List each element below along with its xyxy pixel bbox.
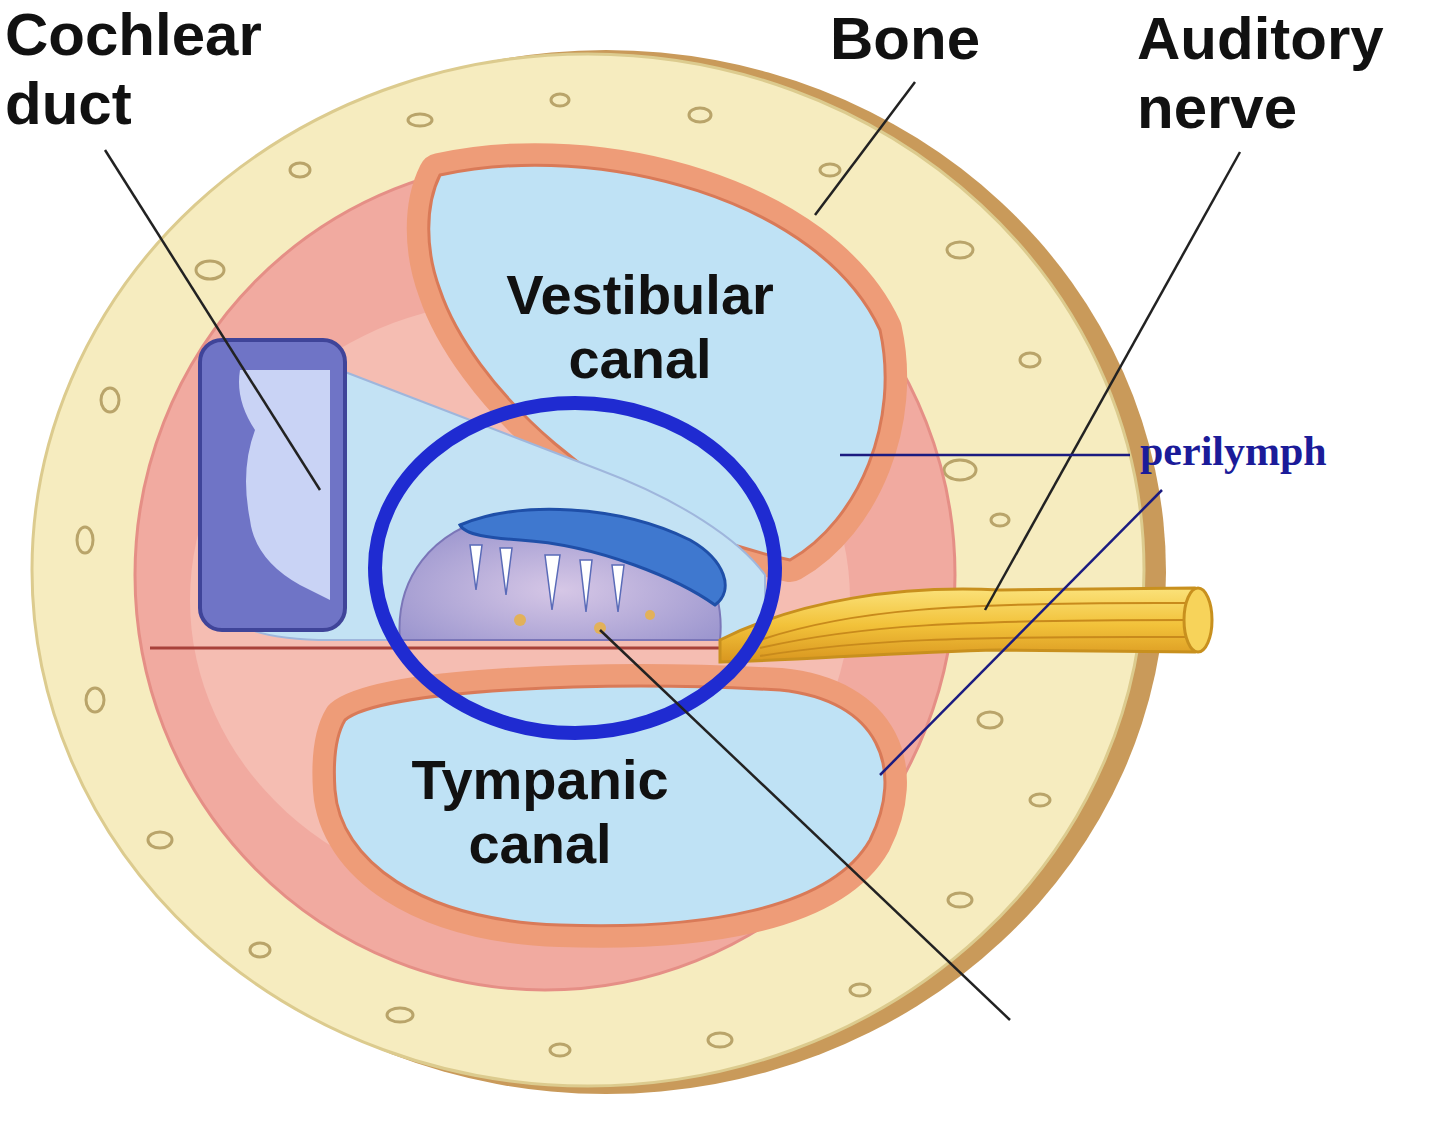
bone-pore [250,943,270,957]
basilar-membrane [150,647,770,650]
hair-cell [580,560,592,612]
leader-line [815,82,915,215]
nerve-fibre [760,603,1190,640]
stria-vascularis [200,340,345,630]
bone-pore [944,460,976,480]
nerve-endings [514,610,655,634]
canal-label: Tympanic canal [411,748,668,875]
canal-rim [334,686,885,925]
nerve-ending [514,614,526,626]
leader-lines [105,82,1240,1020]
nerve-ending [645,610,655,620]
hair-cells [470,545,624,612]
bone-pore [991,514,1009,526]
nerve-fibre [760,620,1190,648]
bone-pore [1020,353,1040,367]
bone-pore [77,527,93,553]
canal-label-box: Vestibular canal [480,263,800,392]
leader-line [840,454,1130,457]
part-label: Bone [830,5,980,72]
hair-cell [500,548,512,595]
bone-pore [196,261,224,279]
bone-pore [689,108,711,122]
bone-pore [387,1008,413,1022]
bone-pore [820,164,840,176]
part-label: Auditory nerve [1137,5,1384,141]
hair-cell [470,545,482,590]
hair-cell [612,565,624,612]
canal-label-box: Tympanic canal [390,748,690,877]
bone-pore [550,1044,570,1056]
tectorial-membrane [460,509,725,605]
bone-pore [290,163,310,177]
auditory-nerve [720,588,1210,662]
bone-pore [708,1033,732,1047]
nerve-cut-end [1184,588,1212,652]
canal-label: Vestibular canal [506,263,774,390]
part-label-box: Cochlear duct [5,0,335,138]
part-label: Cochlear duct [5,1,262,137]
leader-line [880,490,1162,775]
leader-line [600,630,1010,1020]
bone-pore [1030,794,1050,806]
highlight-circle [375,403,775,733]
fluid-label: perilymph [1140,428,1327,474]
leader-line [105,150,320,490]
bone-pore [850,984,870,996]
spiral-tissue [135,160,955,990]
nerve-fibres [760,603,1190,656]
fluid-label-box: perilymph [1140,428,1435,474]
perilymph-leaders [840,455,1162,775]
bone-texture [77,94,1050,1056]
nerve-ending [594,622,606,634]
bone-pore [148,832,172,848]
nerve-fibre [760,637,1190,656]
bone [32,54,1144,1086]
bone-pore [86,688,104,712]
bone-pore [408,114,432,126]
bone-pore [948,893,972,907]
hair-cell [545,555,560,610]
part-label-box: Auditory nerve [1137,4,1432,142]
bone-pore [947,242,973,258]
bone-pore [551,94,569,106]
bone-pore [978,712,1002,728]
part-label-box: Bone [830,4,1050,73]
bone-pore [101,388,119,412]
tympanic-canal [334,686,885,925]
